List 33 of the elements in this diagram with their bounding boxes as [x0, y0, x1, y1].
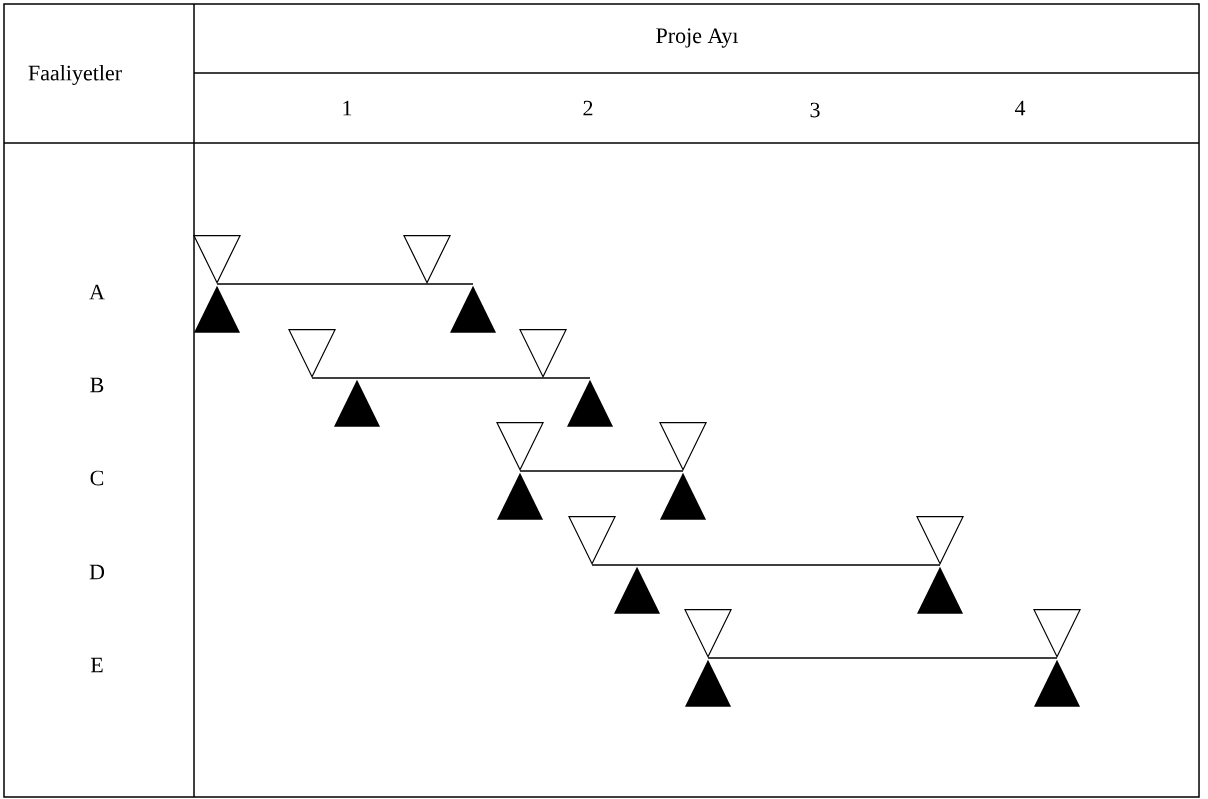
filled-triangle: [194, 285, 241, 333]
month-number: 2: [583, 100, 593, 116]
column-header: Proje Ayı: [656, 28, 739, 48]
activity-label: B: [90, 377, 104, 393]
open-triangle: [288, 329, 336, 378]
filled-triangle: [660, 472, 707, 520]
bar-line: [216, 283, 474, 285]
filled-triangle: [497, 472, 544, 520]
bar-line: [311, 377, 591, 379]
open-triangle: [519, 329, 567, 378]
open-triangle: [1033, 609, 1081, 658]
activity-label: A: [89, 284, 105, 300]
month-number: 3: [810, 102, 820, 118]
activity-label: D: [89, 564, 105, 580]
filled-triangle: [685, 659, 732, 707]
filled-triangle: [334, 379, 381, 427]
activity-label: C: [90, 470, 104, 486]
filled-triangle: [614, 566, 661, 614]
month-number: 4: [1014, 100, 1026, 116]
open-triangle: [568, 516, 616, 565]
filled-triangle: [1034, 659, 1081, 707]
filled-triangle: [567, 379, 614, 427]
open-triangle: [496, 422, 544, 471]
open-triangle: [403, 235, 451, 284]
filled-triangle: [917, 566, 964, 614]
open-triangle: [193, 235, 241, 284]
column-header: Faaliyetler: [28, 65, 122, 85]
activity-label: E: [90, 657, 103, 673]
open-triangle: [684, 609, 732, 658]
open-triangle: [916, 516, 964, 565]
filled-triangle: [450, 285, 497, 333]
month-number: 1: [343, 100, 352, 116]
open-triangle: [659, 422, 707, 471]
